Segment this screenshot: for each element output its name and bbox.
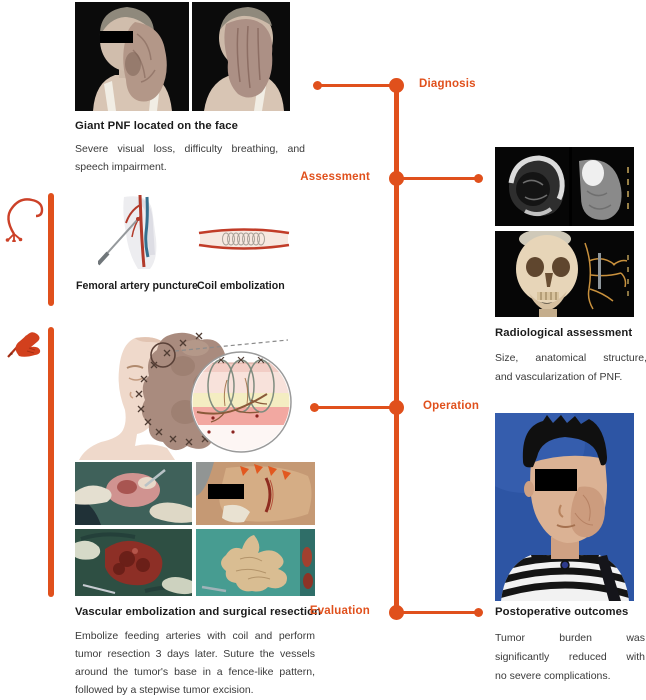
radiology-body-line: Size, anatomical structure, (495, 352, 646, 364)
assessment-section-bar (48, 193, 54, 306)
timeline-branch-evaluation (399, 611, 476, 614)
timeline-node-evaluation (389, 605, 404, 620)
femoral-puncture-caption: Femoral artery puncture (76, 280, 198, 292)
timeline-node-assessment (389, 171, 404, 186)
diagnosis-body: Severe visual loss, difficulty breathing… (75, 140, 305, 176)
operation-title: Vascular embolization and surgical resec… (75, 606, 322, 618)
postop-body-line: Tumor burden was (495, 632, 645, 644)
timeline-branch-assessment (399, 177, 476, 180)
ct-angio-image (495, 231, 634, 317)
surgery-photo-3 (75, 529, 192, 596)
operation-body-line: followed by a stepwise tumor excision. (75, 684, 254, 696)
surgery-photo-1 (75, 462, 192, 525)
surgical-plan-illustration (75, 326, 313, 460)
operation-body: Embolize feeding arteries with coil and … (75, 627, 315, 699)
timeline-node-diagnosis (389, 78, 404, 93)
timeline-node-operation (389, 400, 404, 415)
operation-section-bar (48, 327, 54, 597)
timeline-branch-operation (315, 406, 395, 409)
radiology-body-line: and vascularization of PNF. (495, 371, 623, 383)
operation-body-line: Embolize feeding arteries with coil and … (75, 630, 315, 642)
postop-body-line: no severe complications. (495, 670, 611, 682)
timeline-tick-diagnosis (313, 81, 322, 90)
stage-label-diagnosis: Diagnosis (419, 78, 476, 90)
radiology-title: Radiological assessment (495, 327, 633, 339)
catheter-icon (2, 192, 48, 242)
diagnosis-body-line: Severe visual loss, difficulty breathing… (75, 143, 305, 155)
surgery-photo-2 (196, 462, 315, 525)
femoral-puncture-illustration (98, 193, 170, 271)
operation-body-line: around the tumor's base in a fence-like … (75, 666, 315, 678)
stage-label-operation: Operation (423, 400, 480, 412)
diagnosis-body-line: speech impairment. (75, 161, 167, 173)
stage-label-assessment: Assessment (300, 171, 370, 183)
radiology-body: Size, anatomical structure, and vascular… (495, 349, 646, 387)
diagnosis-title: Giant PNF located on the face (75, 120, 238, 132)
postop-photo (495, 413, 634, 601)
mri-image (495, 147, 634, 226)
timeline-branch-diagnosis (317, 84, 395, 87)
surgery-photo-4 (196, 529, 315, 596)
timeline-tick-evaluation (474, 608, 483, 617)
postop-body: Tumor burden was significantly reduced w… (495, 629, 645, 686)
stage-label-evaluation: Evaluation (309, 605, 370, 617)
timeline-tick-operation (310, 403, 319, 412)
patient-side-photo (192, 2, 290, 111)
postop-body-line: significantly reduced with (495, 651, 645, 663)
patient-front-photo (75, 2, 189, 111)
timeline-tick-assessment (474, 174, 483, 183)
postop-title: Postoperative outcomes (495, 606, 629, 618)
coil-embolization-illustration (196, 224, 292, 254)
scalpel-hand-icon (5, 326, 45, 360)
timeline-line (394, 85, 399, 614)
coil-embolization-caption: Coil embolization (197, 280, 285, 292)
operation-body-line: tumor resection 3 days later. Suture the… (75, 648, 315, 660)
